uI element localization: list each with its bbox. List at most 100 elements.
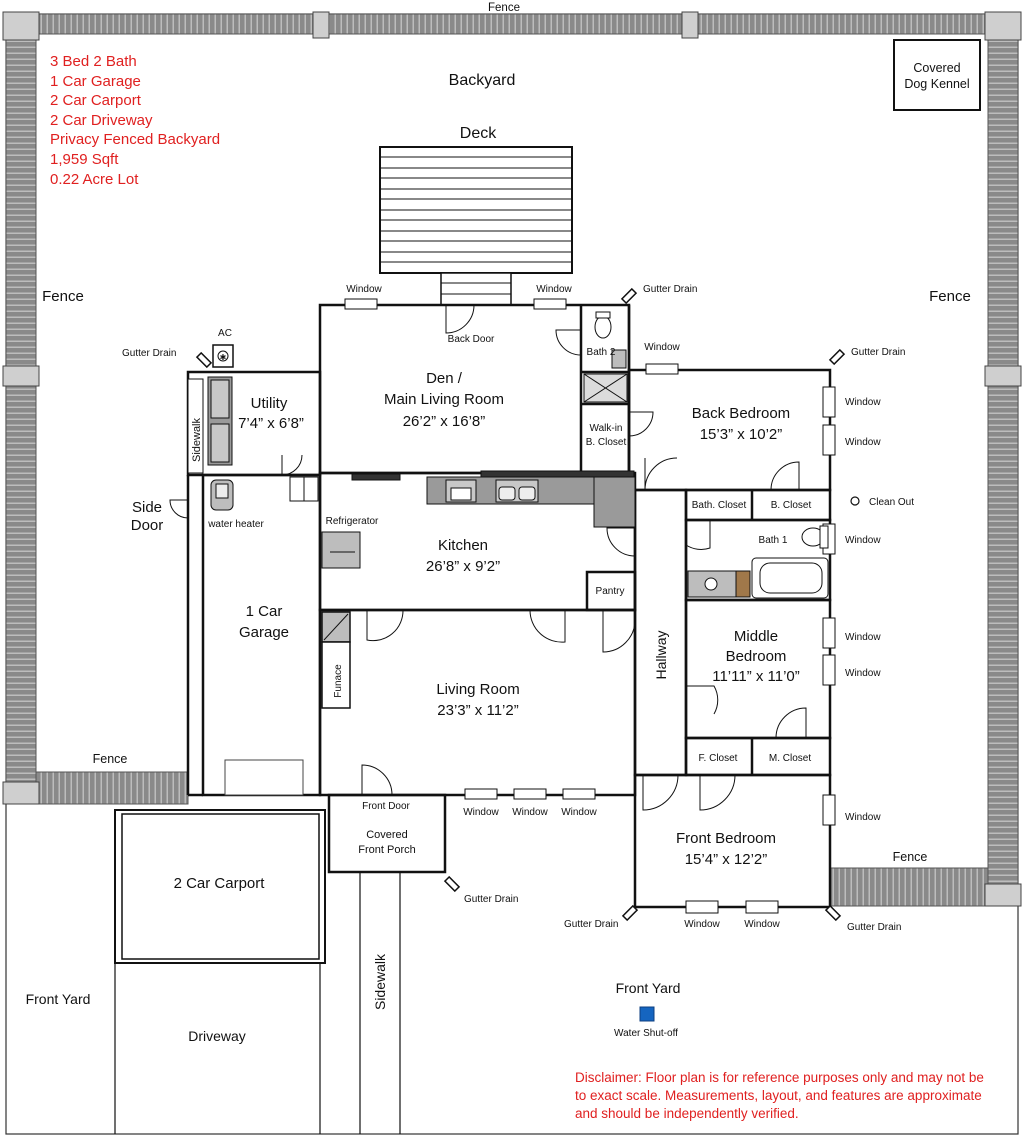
front-bedroom-size: 15’4” x 12’2” [685,851,768,868]
deck-label: Deck [460,125,497,142]
kennel-label-2: Dog Kennel [904,77,969,91]
fence-label-right: Fence [929,288,971,305]
side-door-label-1: Side [132,499,162,516]
hallway-label: Hallway [653,630,669,679]
f-closet-label: F. Closet [699,753,738,764]
summary-line: 2 Car Driveway [50,111,153,129]
ac-label: AC [218,328,232,339]
back-door-label: Back Door [448,334,495,345]
furnace [321,611,351,709]
window-label: Window [845,812,881,823]
disclaimer: Disclaimer: Floor plan is for reference … [575,1070,984,1121]
walkin-label-1: Walk-in [590,423,623,434]
driveway-label: Driveway [188,1028,246,1044]
front-bedroom-label: Front Bedroom [676,830,776,847]
window-label: Window [512,807,548,818]
backyard-label: Backyard [449,72,516,89]
summary-line: 3 Bed 2 Bath [50,53,137,70]
bath-closet-label: Bath. Closet [692,500,747,511]
side-sidewalk-label: Sidewalk [191,417,203,462]
window-label: Window [684,919,720,930]
fence-label-left: Fence [42,288,84,305]
window-label: Window [644,342,680,353]
back-bedroom-label: Back Bedroom [692,405,790,422]
middle-bedroom-size: 11’11” x 11’0” [712,668,800,685]
water-shutoff-icon [639,1006,655,1022]
gutter-drain-label: Gutter Drain [564,919,618,930]
carport-label: 2 Car Carport [174,875,266,892]
fence [2,11,1022,907]
garage-door [224,759,304,796]
doors [169,304,807,811]
b-closet-label: B. Closet [771,500,812,511]
front-sidewalk-label: Sidewalk [372,953,388,1010]
clean-out-icon [850,496,860,506]
dog-kennel [893,39,981,111]
utility-fixtures [207,376,319,502]
garage-label-2: Garage [239,624,289,641]
side-door-label-2: Door [131,517,164,534]
window-label: Window [744,919,780,930]
bath1-fixtures [687,525,829,599]
gutter-drain-label: Gutter Drain [464,894,518,905]
living-room-label: Living Room [436,681,519,698]
window-label: Window [845,437,881,448]
summary-line: 1,959 Sqft [50,150,119,168]
window-label: Window [463,807,499,818]
bath1-label: Bath 1 [759,535,788,546]
bath2-fixtures [583,311,628,403]
utility-label: Utility [251,395,288,412]
gutter-drains [195,287,846,922]
kennel-label-1: Covered [913,61,960,75]
bath2-label: Bath 2 [587,347,616,358]
gutter-drain-label: Gutter Drain [122,348,176,359]
fence-label-front-right: Fence [893,850,928,864]
clean-out-label: Clean Out [869,497,914,508]
back-bedroom-size: 15’3” x 10’2” [700,426,783,443]
refrigerator-label: Refrigerator [326,516,379,527]
fence-label-front-left: Fence [93,752,128,766]
window-label: Window [845,632,881,643]
window-label: Window [346,284,382,295]
side-sidewalk [187,378,204,474]
water-heater [210,479,234,511]
living-room-size: 23’3” x 11’2” [437,702,518,719]
furnace-label: Funace [333,664,344,698]
ac-unit: ✱ [212,344,234,368]
water-heater-label: water heater [207,519,264,530]
summary-line: 2 Car Carport [50,92,141,110]
front-yard-label-left: Front Yard [26,991,91,1007]
front-hardscape [114,809,401,1134]
front-yard-label-right: Front Yard [616,980,681,996]
deck [379,146,573,306]
front-door-label: Front Door [362,801,410,812]
utility-size: 7’4” x 6’8” [238,415,304,432]
porch-label-2: Front Porch [358,844,415,856]
summary-line: 0.22 Acre Lot [50,170,139,188]
window-label: Window [561,807,597,818]
kitchen-label: Kitchen [438,537,488,554]
property-summary: 3 Bed 2 Bath 1 Car Garage 2 Car Carport … [50,52,220,189]
window-label: Window [536,284,572,295]
kitchen-fixtures [321,470,636,569]
water-shutoff-label: Water Shut-off [614,1028,678,1039]
den-size: 26’2” x 16’8” [403,413,486,430]
garage-label-1: 1 Car [246,603,283,620]
middle-bedroom-label-1: Middle [734,628,778,645]
pantry-label: Pantry [596,586,625,597]
windows [344,298,836,914]
m-closet-label: M. Closet [769,753,811,764]
walkin-label-2: B. Closet [586,437,627,448]
gutter-drain-label: Gutter Drain [851,347,905,358]
svg-text:✱: ✱ [220,353,227,362]
summary-line: Privacy Fenced Backyard [50,131,221,149]
window-label: Window [845,397,881,408]
porch-label-1: Covered [366,829,408,841]
den-label-1: Den / [426,370,463,387]
window-label: Window [845,535,881,546]
gutter-drain-label: Gutter Drain [643,284,697,295]
den-label-2: Main Living Room [384,391,504,408]
fence-label-top: Fence [488,2,520,14]
kitchen-size: 26’8” x 9’2” [426,558,500,575]
